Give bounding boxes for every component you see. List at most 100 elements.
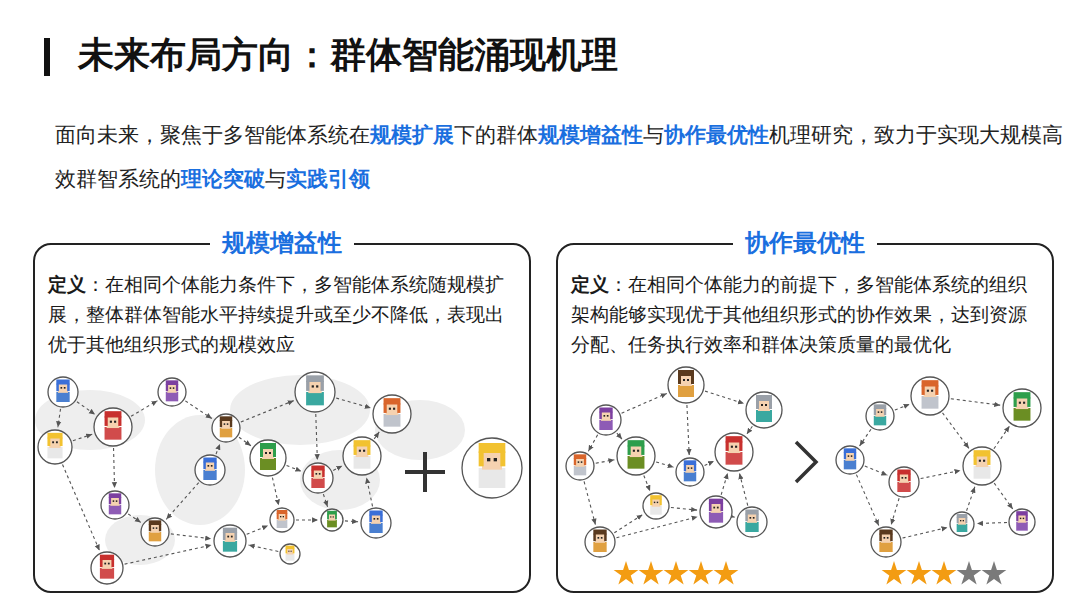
agent-network bbox=[566, 367, 782, 557]
map-land bbox=[300, 450, 380, 510]
dotted-link bbox=[865, 466, 888, 475]
highlight-text: 协作最优性 bbox=[664, 123, 769, 147]
agent-avatar bbox=[950, 512, 974, 536]
dotted-link bbox=[596, 460, 615, 463]
agent-avatar bbox=[94, 408, 132, 446]
agent-avatar bbox=[911, 377, 949, 415]
agent-avatar bbox=[1009, 509, 1035, 535]
agent-avatar bbox=[212, 414, 240, 442]
rating-stars bbox=[614, 561, 739, 585]
dotted-link bbox=[345, 520, 358, 522]
dotted-link bbox=[131, 401, 157, 417]
agent-avatar bbox=[321, 509, 343, 531]
dotted-link bbox=[614, 515, 642, 533]
dotted-link bbox=[617, 433, 622, 439]
star bbox=[907, 561, 932, 585]
highlight-text: 实践引领 bbox=[286, 167, 370, 191]
agent-avatar bbox=[668, 367, 704, 403]
definition-text: ：在相同个体能力的前提下，多智能体系统的组织架构能够实现优于其他组织形式的协作效… bbox=[571, 273, 1027, 355]
agent-avatar bbox=[270, 508, 294, 532]
dotted-link bbox=[287, 465, 302, 471]
dotted-link bbox=[977, 523, 1007, 524]
definition-text: ：在相同个体能力条件下，多智能体系统随规模扩展，整体群体智能水平持续提升或至少不… bbox=[48, 273, 504, 355]
agent-avatar bbox=[361, 508, 391, 538]
panel-box: 规模增益性定义：在相同个体能力条件下，多智能体系统随规模扩展，整体群体智能水平持… bbox=[33, 243, 531, 593]
dotted-link bbox=[125, 545, 212, 564]
agent-avatar bbox=[676, 458, 704, 486]
agent-avatar bbox=[836, 446, 864, 474]
agent-avatar bbox=[91, 552, 123, 584]
dotted-link bbox=[644, 475, 650, 491]
dotted-link bbox=[296, 519, 318, 520]
dotted-link bbox=[333, 466, 342, 471]
dotted-link bbox=[921, 470, 961, 478]
dotted-link bbox=[171, 534, 211, 539]
dotted-link bbox=[588, 435, 597, 451]
agent-avatar bbox=[866, 402, 894, 430]
agent-avatar bbox=[715, 433, 753, 471]
dotted-link bbox=[895, 404, 910, 410]
agent-avatar bbox=[280, 544, 300, 564]
intro-paragraph: 面向未来，聚焦于多智能体系统在规模扩展下的群体规模增益性与协作最优性机理研究，致… bbox=[55, 113, 1065, 201]
agent-avatar bbox=[295, 372, 335, 412]
dotted-link bbox=[994, 426, 1010, 449]
dotted-link bbox=[860, 429, 871, 446]
star bbox=[957, 561, 982, 585]
star bbox=[932, 561, 957, 585]
definition-paragraph: 定义：在相同个体能力条件下，多智能体系统随规模扩展，整体群体智能水平持续提升或至… bbox=[48, 269, 520, 359]
agent-avatar bbox=[737, 507, 767, 537]
definition-label: 定义 bbox=[48, 273, 86, 295]
dotted-link bbox=[622, 393, 667, 413]
highlight-text: 规模增益性 bbox=[538, 123, 643, 147]
dotted-link bbox=[336, 398, 371, 408]
intro-text: 与 bbox=[265, 167, 286, 191]
dotted-link bbox=[166, 483, 198, 520]
star bbox=[982, 561, 1007, 585]
dotted-link bbox=[247, 526, 268, 535]
agent-avatar bbox=[1003, 389, 1041, 427]
dotted-link bbox=[241, 401, 294, 422]
agent-avatar bbox=[585, 527, 615, 557]
dotted-link bbox=[994, 483, 1012, 509]
dotted-link bbox=[249, 545, 279, 551]
dotted-link bbox=[891, 498, 899, 524]
star bbox=[664, 561, 689, 585]
dotted-link bbox=[58, 409, 61, 427]
dotted-link bbox=[374, 432, 379, 439]
dotted-link bbox=[951, 399, 1000, 405]
highlight-text: 规模扩展 bbox=[370, 123, 454, 147]
star bbox=[639, 561, 664, 585]
agent-avatar bbox=[889, 467, 919, 497]
dotted-link bbox=[316, 414, 318, 460]
agent-avatar bbox=[700, 496, 732, 528]
dotted-link bbox=[733, 516, 734, 517]
agent-avatar bbox=[48, 377, 78, 407]
agent-avatar bbox=[195, 455, 225, 485]
map-land bbox=[155, 415, 245, 525]
agent-avatar bbox=[101, 491, 129, 519]
agent-network bbox=[836, 377, 1041, 557]
agent-avatar bbox=[566, 452, 594, 480]
dotted-link bbox=[721, 473, 728, 495]
agent-avatar bbox=[303, 463, 333, 493]
world-map bbox=[35, 375, 465, 565]
dotted-link bbox=[856, 475, 878, 526]
intro-text: 下的群体 bbox=[454, 123, 538, 147]
star bbox=[882, 561, 907, 585]
dotted-link bbox=[216, 444, 220, 454]
dotted-link bbox=[128, 514, 141, 523]
dotted-link bbox=[584, 481, 595, 524]
agent-avatar bbox=[643, 493, 669, 519]
dotted-link bbox=[687, 405, 689, 455]
greater-than-sign bbox=[796, 442, 816, 482]
intro-text: 面向未来，聚焦于多智能体系统在 bbox=[55, 123, 370, 147]
dotted-link bbox=[272, 478, 278, 506]
star bbox=[614, 561, 639, 585]
dotted-link bbox=[739, 473, 747, 505]
definition-paragraph: 定义：在相同个体能力的前提下，多智能体系统的组织架构能够实现优于其他组织形式的协… bbox=[571, 269, 1043, 359]
dotted-link bbox=[323, 494, 327, 507]
agent-avatar bbox=[746, 392, 782, 428]
agent-avatar bbox=[214, 525, 246, 557]
agent-avatar bbox=[591, 405, 621, 435]
rating-stars bbox=[882, 561, 1007, 585]
